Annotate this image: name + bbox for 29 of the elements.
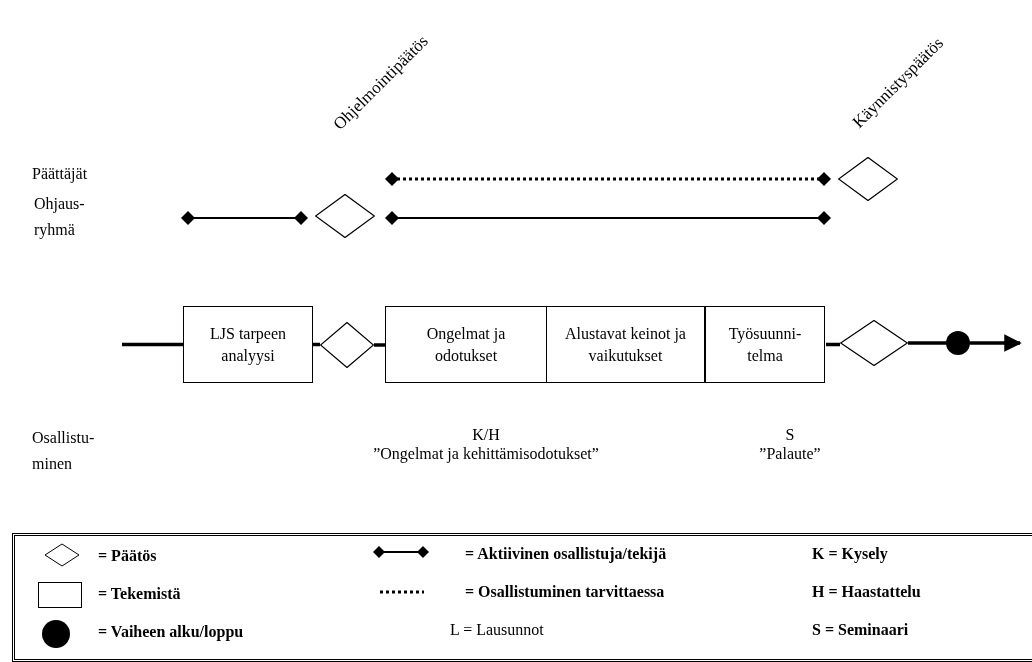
text-label: Päättäjät bbox=[32, 164, 89, 185]
legend-text: = Aktiivinen osallistuja/tekijä bbox=[465, 544, 667, 565]
decision-diamond bbox=[315, 194, 375, 238]
phase-marker-circle bbox=[946, 331, 970, 355]
arrow bbox=[970, 334, 1022, 352]
text-label: Osallistu- minen bbox=[32, 428, 96, 474]
text-label: ”Palaute” bbox=[758, 444, 822, 464]
process-box: Työsuunni- telma bbox=[705, 306, 825, 383]
text-label: S = Seminaari bbox=[812, 620, 910, 640]
connector-line bbox=[908, 341, 946, 345]
connector-line bbox=[122, 342, 183, 347]
process-box: LJS tarpeen analyysi bbox=[183, 306, 313, 383]
legend-text: = Päätös bbox=[98, 546, 157, 566]
text-label: ”Ongelmat ja kehittämisodotukset” bbox=[372, 444, 600, 465]
text-label: Ohjaus- ryhmä bbox=[34, 194, 86, 241]
legend-text: = Vaiheen alku/loppu bbox=[98, 622, 244, 643]
process-box: Ongelmat ja odotukset bbox=[385, 306, 547, 383]
decision-diamond bbox=[838, 157, 898, 201]
process-box: Alustavat keinot ja vaikutukset bbox=[546, 306, 705, 383]
text-label: H = Haastattelu bbox=[812, 582, 922, 602]
text-label: K/H bbox=[471, 425, 501, 445]
text-label: K = Kysely bbox=[812, 544, 889, 565]
connector-line bbox=[374, 343, 385, 347]
text-label: S bbox=[784, 425, 796, 445]
legend-text: = Osallistuminen tarvittaessa bbox=[465, 582, 665, 602]
decision-diamond bbox=[320, 322, 374, 368]
decision-diamond bbox=[840, 320, 908, 366]
text-label: L = Lausunnot bbox=[450, 620, 545, 640]
legend-text: = Tekemistä bbox=[98, 584, 181, 604]
